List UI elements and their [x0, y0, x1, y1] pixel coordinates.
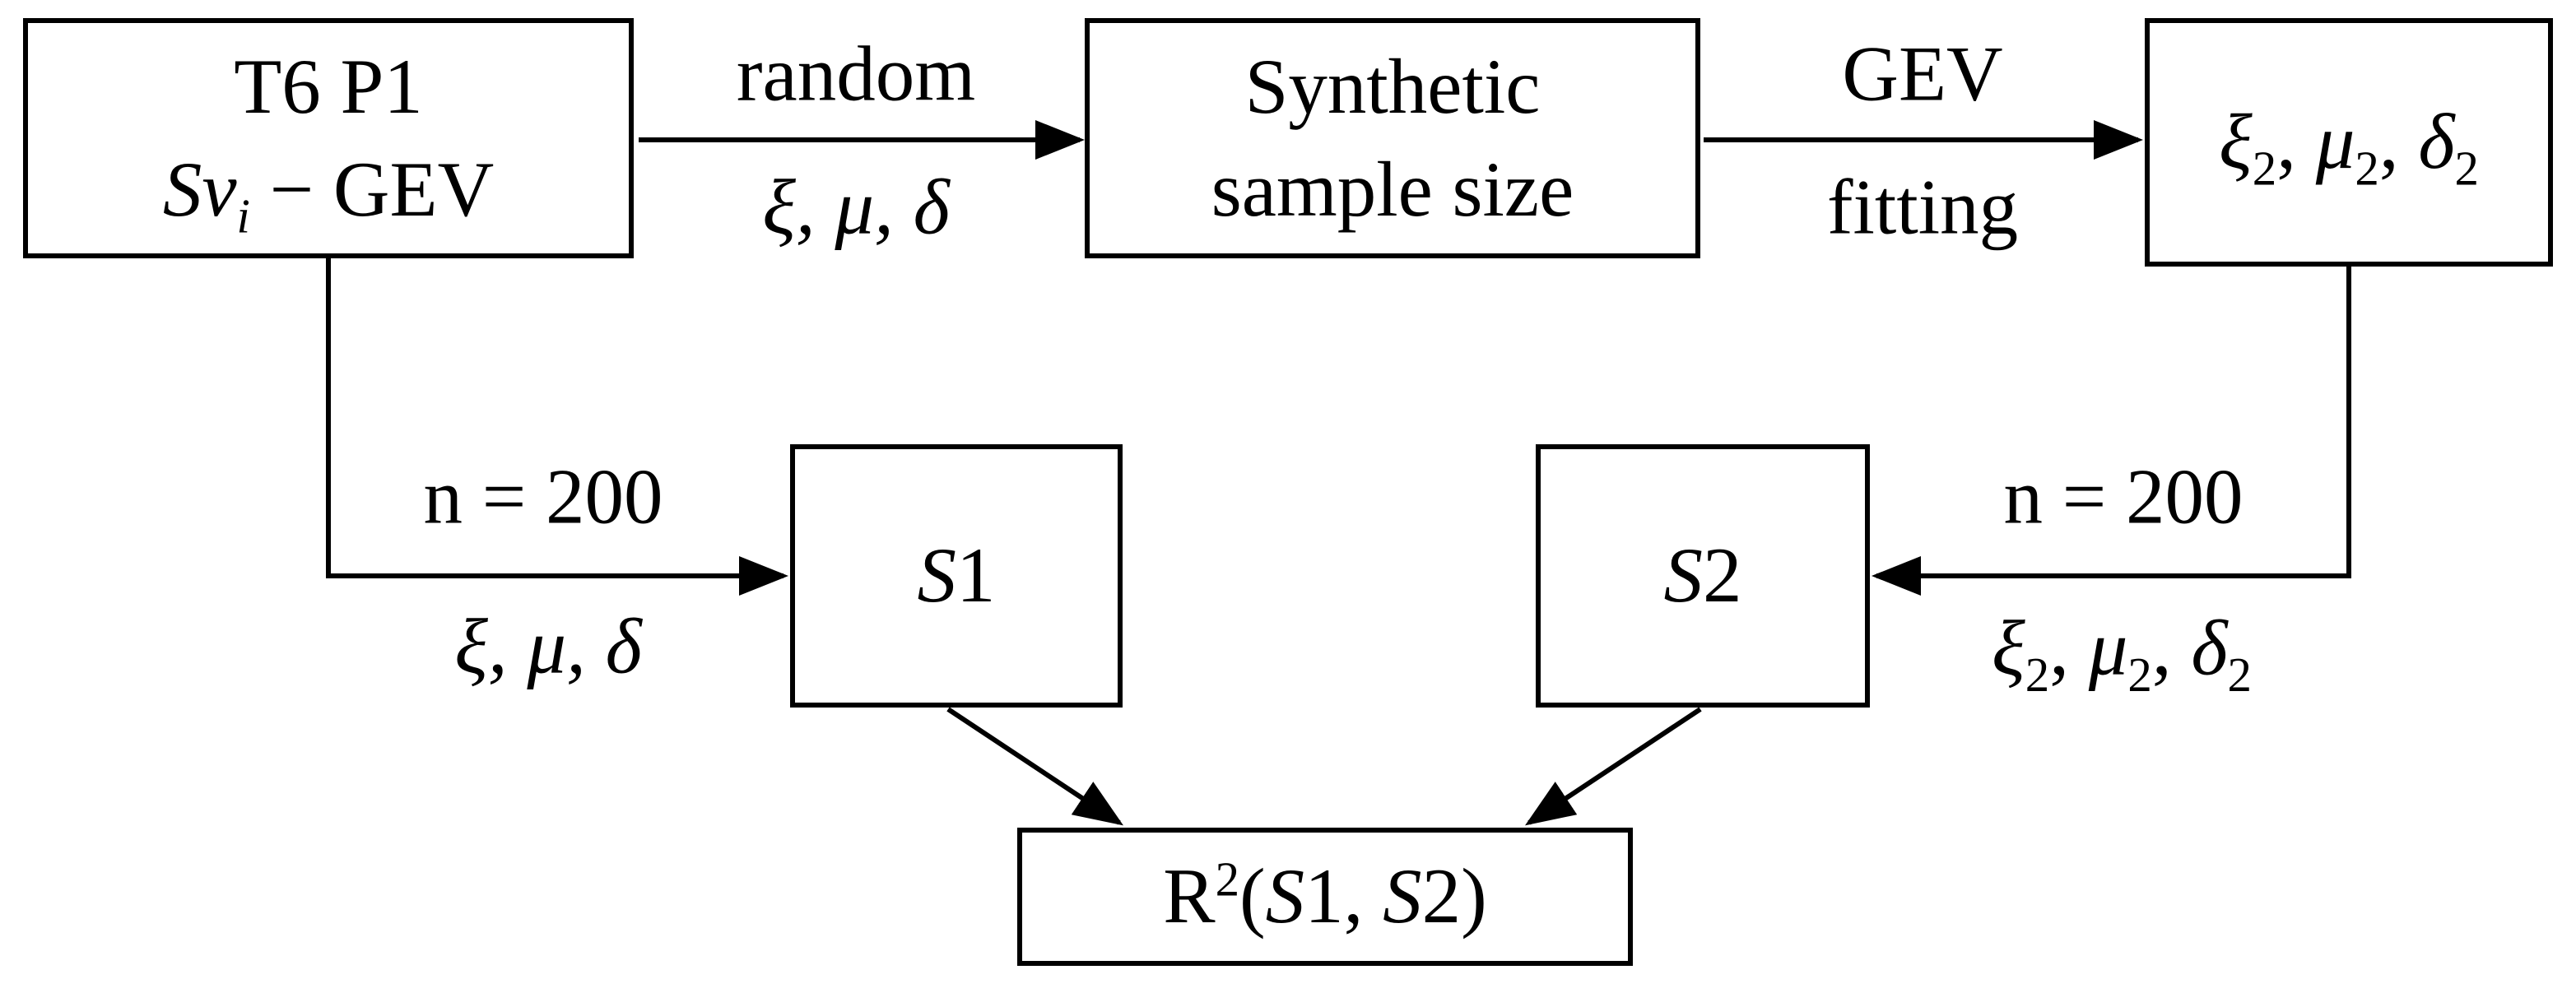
- arrow-s2-to-r2: [1525, 707, 1702, 826]
- edge-label-n200-right: n = 200: [2003, 452, 2244, 541]
- node-s2: S2: [1536, 444, 1870, 708]
- node-r2-label: R2(S1, S2): [1163, 852, 1487, 940]
- node-source-line1: T6 P1: [234, 42, 423, 130]
- node-s1-label: S1: [917, 531, 996, 619]
- arrow-source-to-s1: [326, 258, 788, 596]
- node-synthetic-line2: sample size: [1211, 146, 1574, 233]
- node-s1: S1: [790, 444, 1123, 708]
- edge-label-greek-params: ξ, μ, δ: [762, 163, 950, 251]
- edge-label-gev: GEV: [1842, 30, 2003, 118]
- node-fitted-params: ξ2, μ2, δ2: [2145, 18, 2553, 267]
- node-r2-result: R2(S1, S2): [1017, 828, 1633, 966]
- node-fitted-params-label: ξ2, μ2, δ2: [2219, 98, 2479, 196]
- edge-label-greek-left: ξ, μ, δ: [454, 602, 642, 690]
- node-source-gev: T6 P1 Svi − GEV: [23, 18, 634, 258]
- arrow-s1-to-r2: [946, 707, 1123, 826]
- node-synthetic-sample: Synthetic sample size: [1085, 18, 1700, 258]
- arrow-params-to-s2: [1872, 267, 2351, 596]
- edge-label-random: random: [736, 30, 976, 118]
- edge-label-fitting: fitting: [1826, 163, 2019, 251]
- node-source-line2: Svi − GEV: [162, 146, 495, 244]
- node-s2-label: S2: [1663, 531, 1742, 619]
- node-synthetic-line1: Synthetic: [1244, 42, 1541, 130]
- edge-label-greek2-right: ξ2, μ2, δ2: [1992, 604, 2252, 703]
- edge-label-n200-left: n = 200: [423, 452, 663, 541]
